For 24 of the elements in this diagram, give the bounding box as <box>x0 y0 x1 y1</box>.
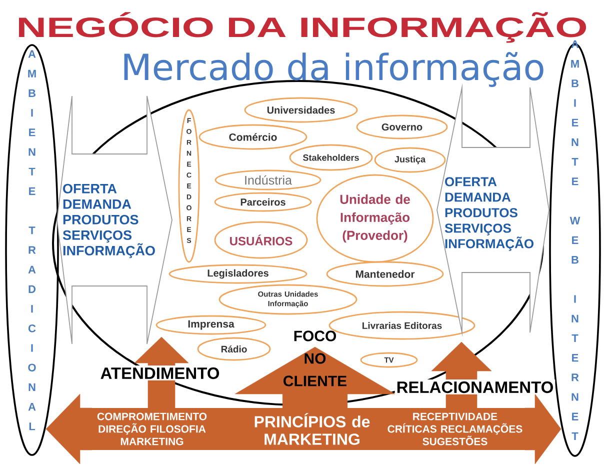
oval: Indústria <box>214 170 322 190</box>
oval: Stakeholders <box>289 144 373 171</box>
oval: Mantenedor <box>326 261 444 287</box>
oval: Justiça <box>374 147 446 173</box>
edge-label: RELACIONAMENTO <box>394 380 556 394</box>
oval: Parceiros <box>214 192 312 212</box>
oval: Imprensa <box>156 315 266 335</box>
block-arrow <box>234 346 396 408</box>
band-text: COMPROMETIMENTO DIREÇÃO FILOSOFIA MARKETING <box>97 412 207 446</box>
oval: USUÁRIOS <box>214 221 308 259</box>
band-text: PRINCÍPIOS de MARKETING <box>254 413 370 445</box>
band-text: RECEPTIVIDADE CRÍTICAS RECLAMAÇÕES SUGESTÕES <box>388 412 522 446</box>
double-arrow <box>56 96 172 344</box>
oval: Legisladores <box>168 264 308 284</box>
edge-label: ATENDIMENTO <box>98 366 222 380</box>
oval: Rádio <box>197 337 271 361</box>
edge-label: OFERTA DEMANDA PRODUTOS SERVIÇOS INFORMAÇÃO <box>62 184 155 258</box>
oval: Universidades <box>244 97 358 123</box>
edge-label: OFERTA DEMANDA PRODUTOS SERVIÇOS INFORMAÇÃO <box>444 177 534 251</box>
heading: Mercado da informação <box>124 52 544 87</box>
oval: Governo <box>356 114 448 140</box>
block-arrow <box>46 394 92 464</box>
oval: Comércio <box>198 124 308 150</box>
block-arrow <box>524 394 562 464</box>
